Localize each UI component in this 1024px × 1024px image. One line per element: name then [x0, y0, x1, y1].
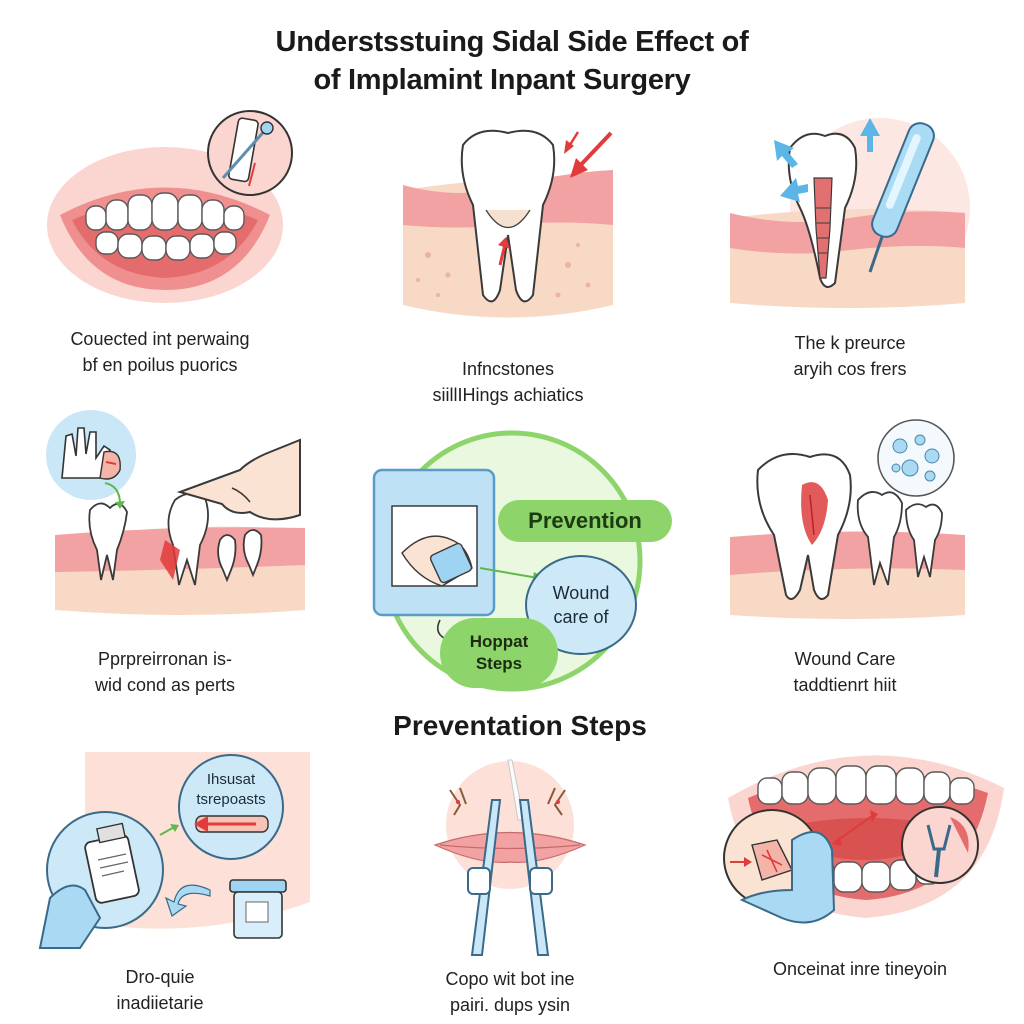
syringe-icon	[868, 122, 935, 273]
prevention-pill: Prevention	[498, 500, 672, 542]
brush-inset-icon	[901, 806, 979, 884]
mirror-icon	[207, 110, 293, 196]
green-arrow-icon	[104, 482, 125, 509]
hoppot-line-2: Steps	[475, 654, 523, 673]
gauze-icon	[372, 468, 496, 617]
hoppot-line-1: Hoppat	[469, 632, 529, 651]
infected-tooth-illustration	[730, 453, 965, 619]
tweezers-illustration	[433, 759, 587, 956]
caption-mid-right: Wound Care taddtienrt hiit	[793, 649, 897, 695]
jar-icon	[229, 879, 287, 939]
bottle-icon	[38, 811, 164, 949]
caption-top-left: Couected int perwaing bf en poilus puori…	[70, 329, 250, 375]
red-double-arrow-icon	[832, 810, 878, 846]
bubbles-icon	[877, 419, 955, 497]
prevention-label: Prevention	[528, 508, 642, 533]
caption-top-center: Infncstones siillIHings achiatics	[432, 359, 584, 405]
caption-bottom-center: Copo wit bot ine pairi. dups ysin	[445, 969, 575, 1015]
red-arrow-icon	[564, 131, 613, 178]
title-line-2: of Implamint Inpant Surgery	[313, 64, 691, 96]
section-heading: Preventation Steps	[393, 710, 647, 741]
caption-top-right: The k preurce aryih cos frers	[793, 333, 907, 379]
title-line-1: Understsstuing Sidal Side Effect of	[275, 26, 749, 58]
wound-care-line-1: Wound	[552, 583, 610, 603]
hoppot-steps-pill: Hoppat Steps	[440, 618, 558, 688]
caption-mid-left: Pprpreirronan is- wid cond as perts	[94, 649, 236, 695]
glove-icon	[723, 809, 836, 924]
pointing-hand-icon	[176, 438, 301, 521]
inset-label: Ihsusat tsrepoasts	[196, 771, 266, 808]
blue-arrow-icon	[774, 118, 880, 202]
curved-arrow-icon	[164, 884, 211, 917]
gum-teeth-illustration	[55, 492, 305, 615]
green-small-arrow-icon	[159, 824, 179, 836]
wound-care-line-2: care of	[553, 607, 609, 627]
hand-inset-icon	[46, 410, 136, 500]
caption-bottom-left: Dro-quie inadiietarie	[116, 967, 204, 1013]
tsrepoasts-inset	[178, 754, 284, 860]
caption-bottom-right: Onceinat inre tineyoin	[772, 959, 948, 979]
tooth-section-illustration	[403, 129, 613, 318]
